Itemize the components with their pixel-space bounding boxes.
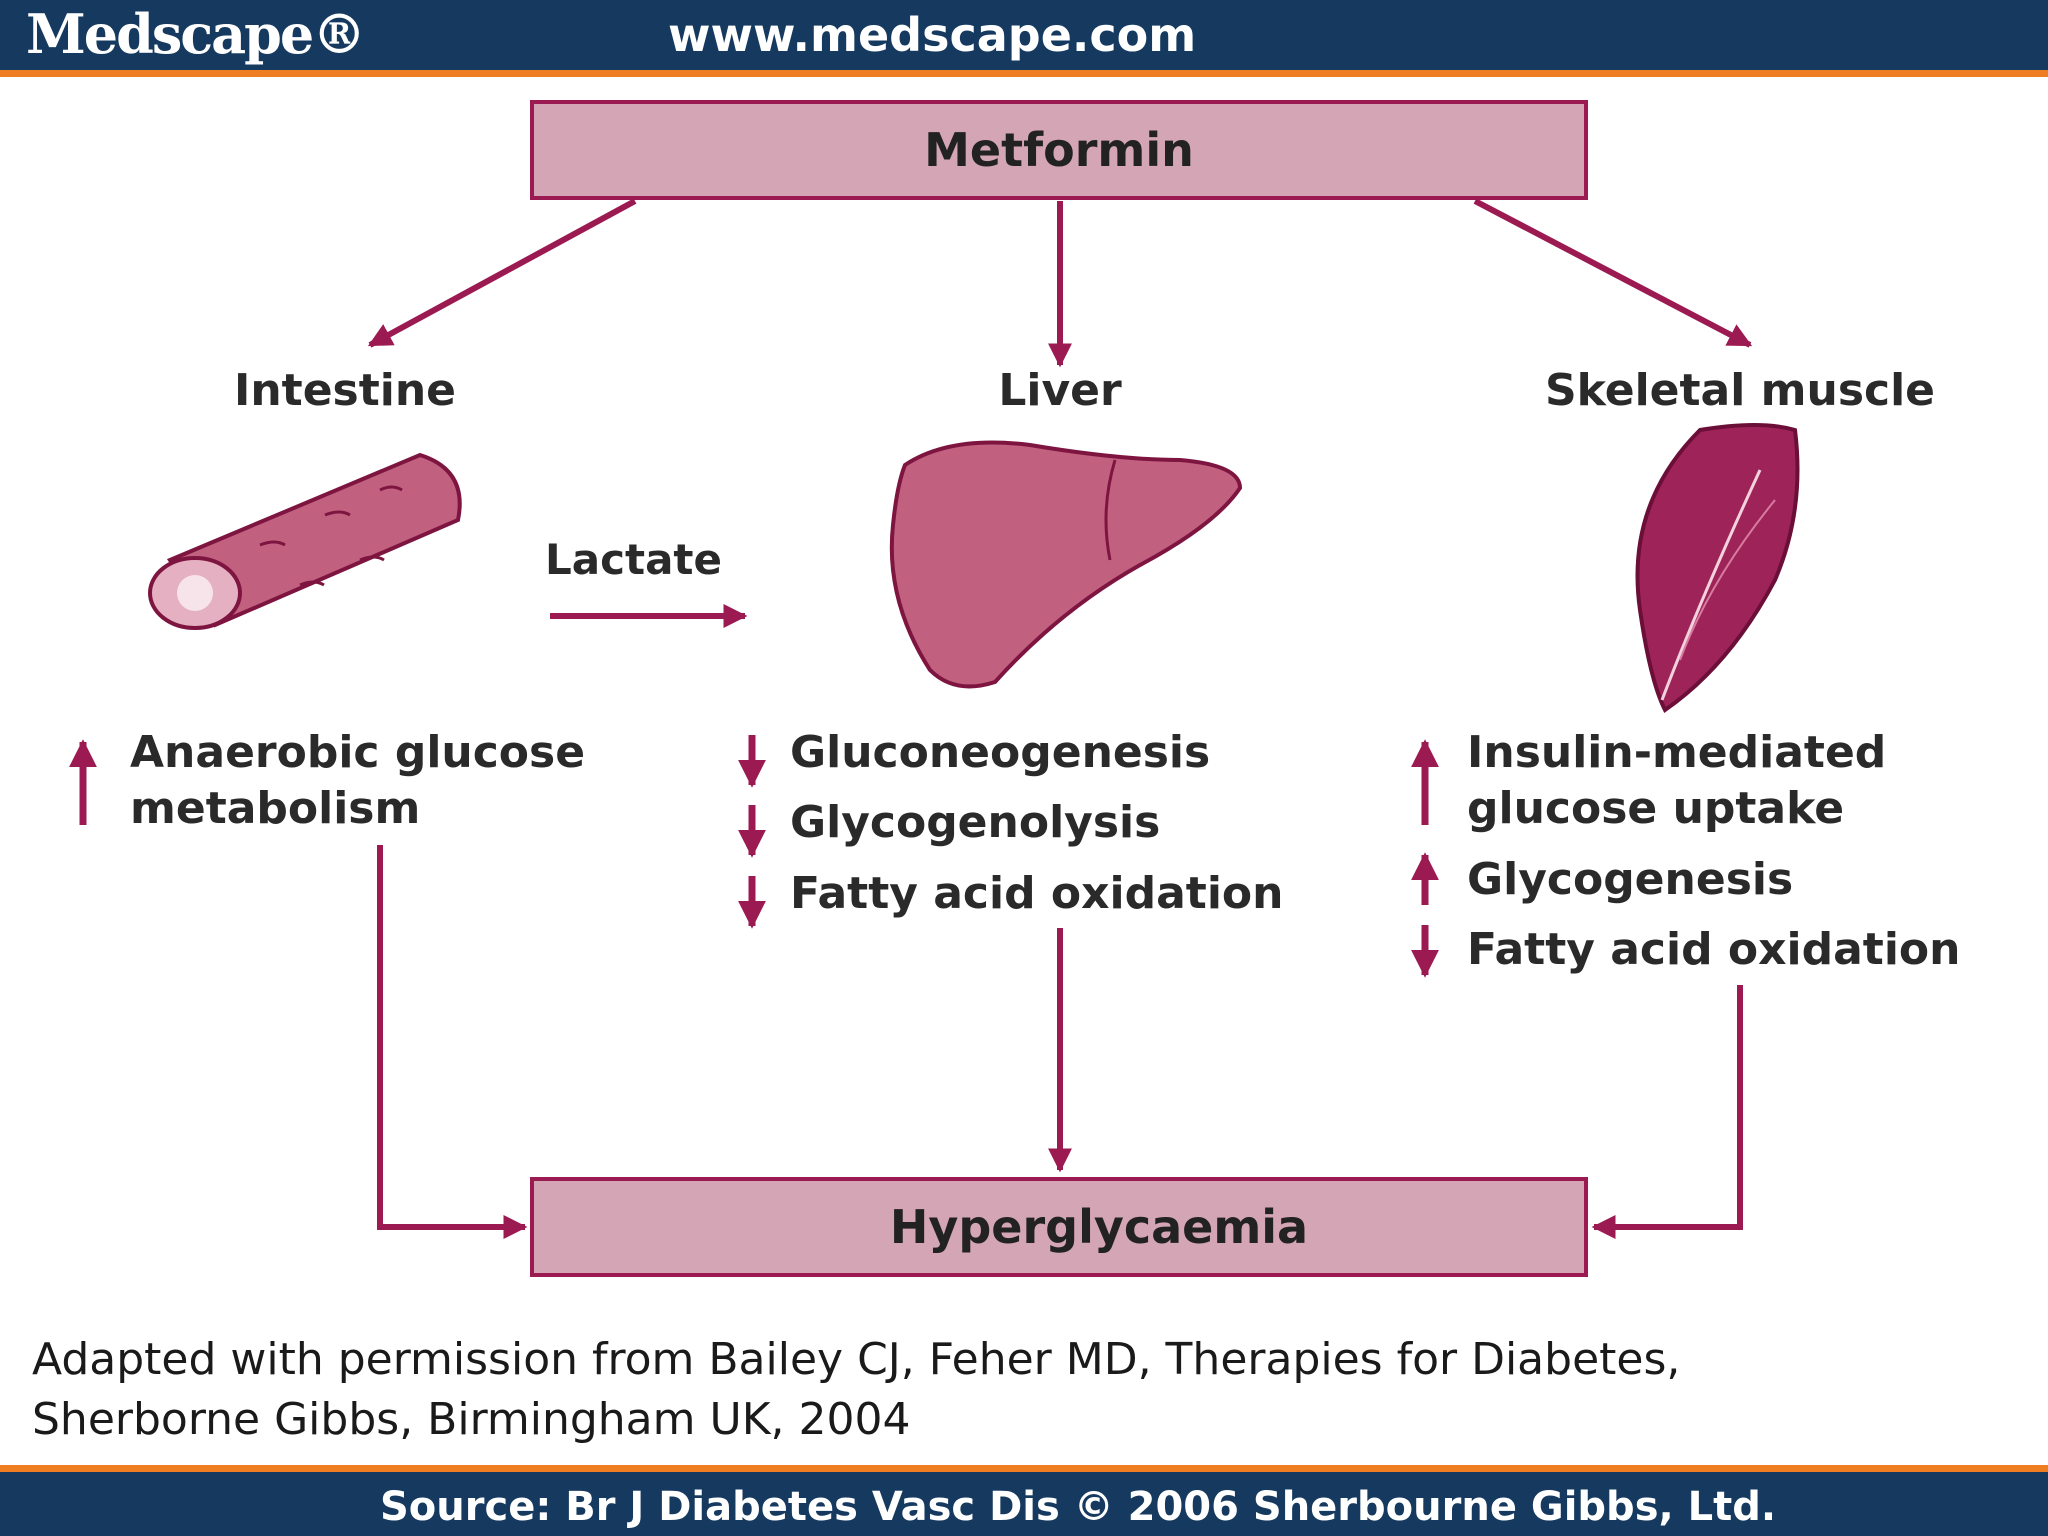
muscle-effect-glycogenesis: Glycogenesis: [1467, 854, 1794, 905]
muscle-effect-fatty-acid-oxidation: Fatty acid oxidation: [1467, 924, 1961, 975]
hyperglycaemia-box: Hyperglycaemia: [530, 1177, 1588, 1277]
muscle-effect-line1: Insulin-mediated: [1467, 727, 1887, 778]
muscle-illustration: [1635, 423, 1800, 713]
arrow-metformin-to-muscle: [1473, 198, 1753, 348]
arrow-muscle-to-hyperglycaemia: [1591, 985, 1743, 1239]
caption: Adapted with permission from Bailey CJ, …: [32, 1330, 1680, 1450]
liver-label: Liver: [998, 365, 1122, 416]
liver-effect-glycogenolysis: Glycogenolysis: [790, 797, 1161, 848]
skeletal-muscle-label: Skeletal muscle: [1544, 365, 1936, 416]
metformin-box: Metformin: [530, 100, 1588, 200]
muscle-effect-line2: glucose uptake: [1467, 783, 1845, 834]
header-url: www.medscape.com: [668, 8, 1197, 62]
intestine-effect-line2: metabolism: [130, 783, 421, 834]
liver-effect-fatty-acid-oxidation: Fatty acid oxidation: [790, 868, 1284, 919]
arrow-metformin-to-intestine: [367, 198, 637, 348]
caption-line2: Sherborne Gibbs, Birmingham UK, 2004: [32, 1394, 911, 1445]
intestine-effect-line1: Anaerobic glucose: [130, 727, 586, 778]
arrow-intestine-to-hyperglycaemia: [377, 845, 528, 1239]
lactate-label: Lactate: [545, 535, 722, 584]
intestine-label: Intestine: [233, 365, 457, 416]
medscape-logo: Medscape®: [26, 2, 366, 66]
footer-source: Source: Br J Diabetes Vasc Dis © 2006 Sh…: [380, 1484, 1777, 1530]
footer-bar: Source: Br J Diabetes Vasc Dis © 2006 Sh…: [0, 1465, 2048, 1536]
hyperglycaemia-label: Hyperglycaemia: [889, 1200, 1309, 1254]
liver-effect-gluconeogenesis: Gluconeogenesis: [790, 727, 1211, 778]
header-bar: Medscape® www.medscape.com: [0, 0, 2048, 77]
caption-line1: Adapted with permission from Bailey CJ, …: [32, 1334, 1681, 1385]
intestine-illustration: [148, 452, 462, 630]
liver-illustration: [889, 440, 1243, 689]
metformin-label: Metformin: [924, 123, 1194, 177]
